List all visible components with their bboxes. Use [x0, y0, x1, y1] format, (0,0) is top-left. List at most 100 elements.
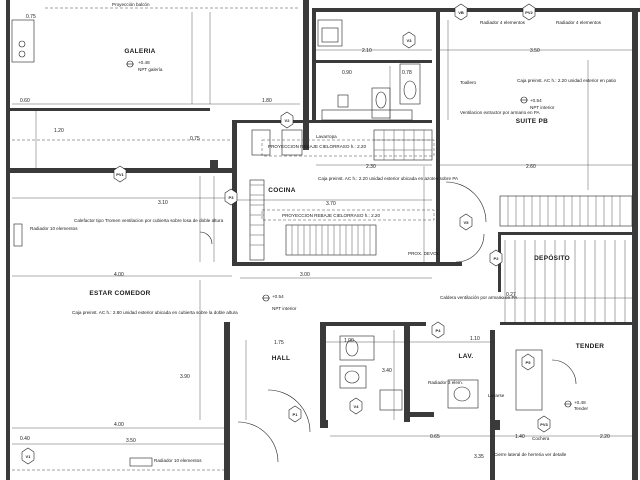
svg-text:V3: V3: [407, 38, 413, 43]
dim-value: 1.40: [515, 434, 525, 440]
dim-value: 3.70: [326, 201, 336, 207]
note-radiador-bano: Radiador 3 elem.: [428, 380, 463, 385]
note-tender-floor: Tender: [574, 406, 589, 411]
tag-p2: P2: [489, 249, 503, 267]
dim-value: 1.75: [274, 340, 284, 346]
dim-value: 0.27: [506, 292, 516, 298]
note-proyeccion-balcon: Proyección balcón: [112, 2, 150, 7]
tag-p4: P4: [431, 321, 445, 339]
dim-value: 3.50: [530, 48, 540, 54]
tag-v2: V2: [280, 111, 294, 129]
note-lavarse: Lavarse: [488, 393, 505, 398]
dim-value: 3.40: [382, 368, 392, 374]
note-tender-level: +0.48: [574, 400, 586, 405]
note-caldera: Caldera ventilación por armario en PA: [440, 295, 518, 300]
room-galeria: GALERIA: [124, 48, 155, 55]
room-cocina: COCINA: [268, 187, 295, 194]
room-hall: HALL: [272, 355, 291, 362]
dashed-projections: [12, 7, 435, 471]
room-tender: TENDER: [576, 343, 605, 350]
svg-text:PV1: PV1: [116, 172, 124, 177]
note-cierre-lateral: Cierre lateral de herreria ver detalle: [494, 452, 567, 457]
note-radiador-10a: Radiador 10 elementos: [30, 226, 78, 231]
fixtures: [11, 19, 633, 467]
tag-v5: V5: [459, 213, 473, 231]
dim-value: 1.80: [262, 98, 272, 104]
room-suite-pb: SUITE PB: [516, 118, 548, 125]
note-cocina-ac: Caja preinst. AC h.: 2.20 unidad exterio…: [318, 176, 459, 181]
dim-value: 2.20: [600, 434, 610, 440]
note-lavarropa: Lavarropa: [316, 134, 337, 139]
svg-text:V1: V1: [26, 454, 32, 459]
note-galeria-floor: NPT galería: [138, 67, 163, 72]
dim-value: 0.90: [342, 70, 352, 76]
tag-p3: P3: [224, 188, 238, 206]
note-suite-floor: NPT interior: [530, 105, 555, 110]
dim-value: 0.60: [20, 98, 30, 104]
note-estar-level: +0.54: [272, 294, 284, 299]
note-ventilacion: Ventilacion extractor por armario en PA: [460, 110, 541, 115]
dim-value: 3.10: [158, 200, 168, 206]
svg-text:V5: V5: [464, 220, 470, 225]
svg-text:P1: P1: [293, 412, 299, 417]
svg-text:P3: P3: [229, 195, 235, 200]
dim-value: 0.75: [190, 136, 200, 142]
svg-text:P4: P4: [436, 328, 442, 333]
note-toallero: Toallero: [460, 80, 477, 85]
tag-vb: VB: [454, 3, 468, 21]
svg-text:PV2: PV2: [525, 10, 533, 15]
tag-v4: V4: [349, 397, 363, 415]
note-suite-ac: Caja preinst. AC h.: 2.20 unidad exterio…: [517, 78, 617, 83]
note-suite-level: +0.54: [530, 98, 542, 103]
tag-v1: V1: [21, 447, 35, 465]
dim-value: 0.78: [402, 70, 412, 76]
dim-value: 2.30: [366, 164, 376, 170]
tag-p5: P5: [521, 353, 535, 371]
note-calefactor: Calefactor tipo Tromen ventilacion por c…: [74, 218, 224, 223]
svg-text:P2: P2: [494, 256, 500, 261]
dim-value: 1.00: [344, 338, 354, 344]
note-estar-ac: Caja preinst. AC h.: 2.80 unidad exterio…: [72, 310, 238, 315]
svg-text:V2: V2: [285, 118, 291, 123]
dimension-values: 0.75 0.60 0.75 1.80 1.20 2.10 3.50 0.90 …: [20, 14, 610, 460]
dim-value: 1.20: [54, 128, 64, 134]
annotations: Proyección balcón +0.48 NPT galería Radi…: [30, 2, 617, 463]
tag-pv2: PV2: [522, 3, 536, 21]
note-radiador-a: Radiador 4 elementos: [480, 20, 526, 25]
dim-value: 3.00: [300, 272, 310, 278]
dim-value: 4.00: [114, 272, 124, 278]
note-radiador-10b: Radiador 10 elementos: [154, 458, 202, 463]
dim-value: 2.10: [362, 48, 372, 54]
dim-value: 0.65: [430, 434, 440, 440]
dim-value: 3.90: [180, 374, 190, 380]
room-lav: LAV.: [459, 353, 474, 360]
element-tags: V1 V2 V3 V4 V5 P1 P2 P3: [21, 3, 551, 465]
room-deposito: DEPÓSITO: [534, 253, 570, 262]
tag-v3: V3: [402, 31, 416, 49]
room-labels: GALERIA COCINA ESTAR COMEDOR SUITE PB DE…: [89, 48, 604, 362]
note-cielorraso-1: PROYECCION REBAJE CIELORRASO h.: 2.20: [268, 144, 366, 149]
note-cielorraso-2: PROYECCION REBAJE CIELORRASO h.: 2.20: [282, 213, 380, 218]
note-estar-floor: NPT interior: [272, 306, 297, 311]
dim-value: 3.50: [126, 438, 136, 444]
svg-text:VB: VB: [458, 10, 464, 15]
room-estar-comedor: ESTAR COMEDOR: [89, 290, 150, 297]
tag-p1: P1: [288, 405, 302, 423]
dim-value: 0.40: [20, 436, 30, 442]
dim-value: 0.75: [26, 14, 36, 20]
note-galeria-level: +0.48: [138, 60, 150, 65]
dim-value: 3.35: [474, 454, 484, 460]
dim-value: 4.00: [114, 422, 124, 428]
svg-text:V4: V4: [354, 404, 360, 409]
note-cochera: Cochera: [532, 436, 550, 441]
svg-text:PV3: PV3: [540, 422, 548, 427]
tag-pv3: PV3: [537, 415, 551, 433]
level-markers: [126, 60, 572, 408]
dim-value: 2.60: [526, 164, 536, 170]
dim-value: 1.10: [470, 336, 480, 342]
svg-text:P5: P5: [526, 360, 532, 365]
note-prox-devol: PROX. DEVOL.: [408, 251, 440, 256]
note-radiador-b: Radiador 4 elementos: [556, 20, 602, 25]
tag-pv1: PV1: [113, 165, 127, 183]
